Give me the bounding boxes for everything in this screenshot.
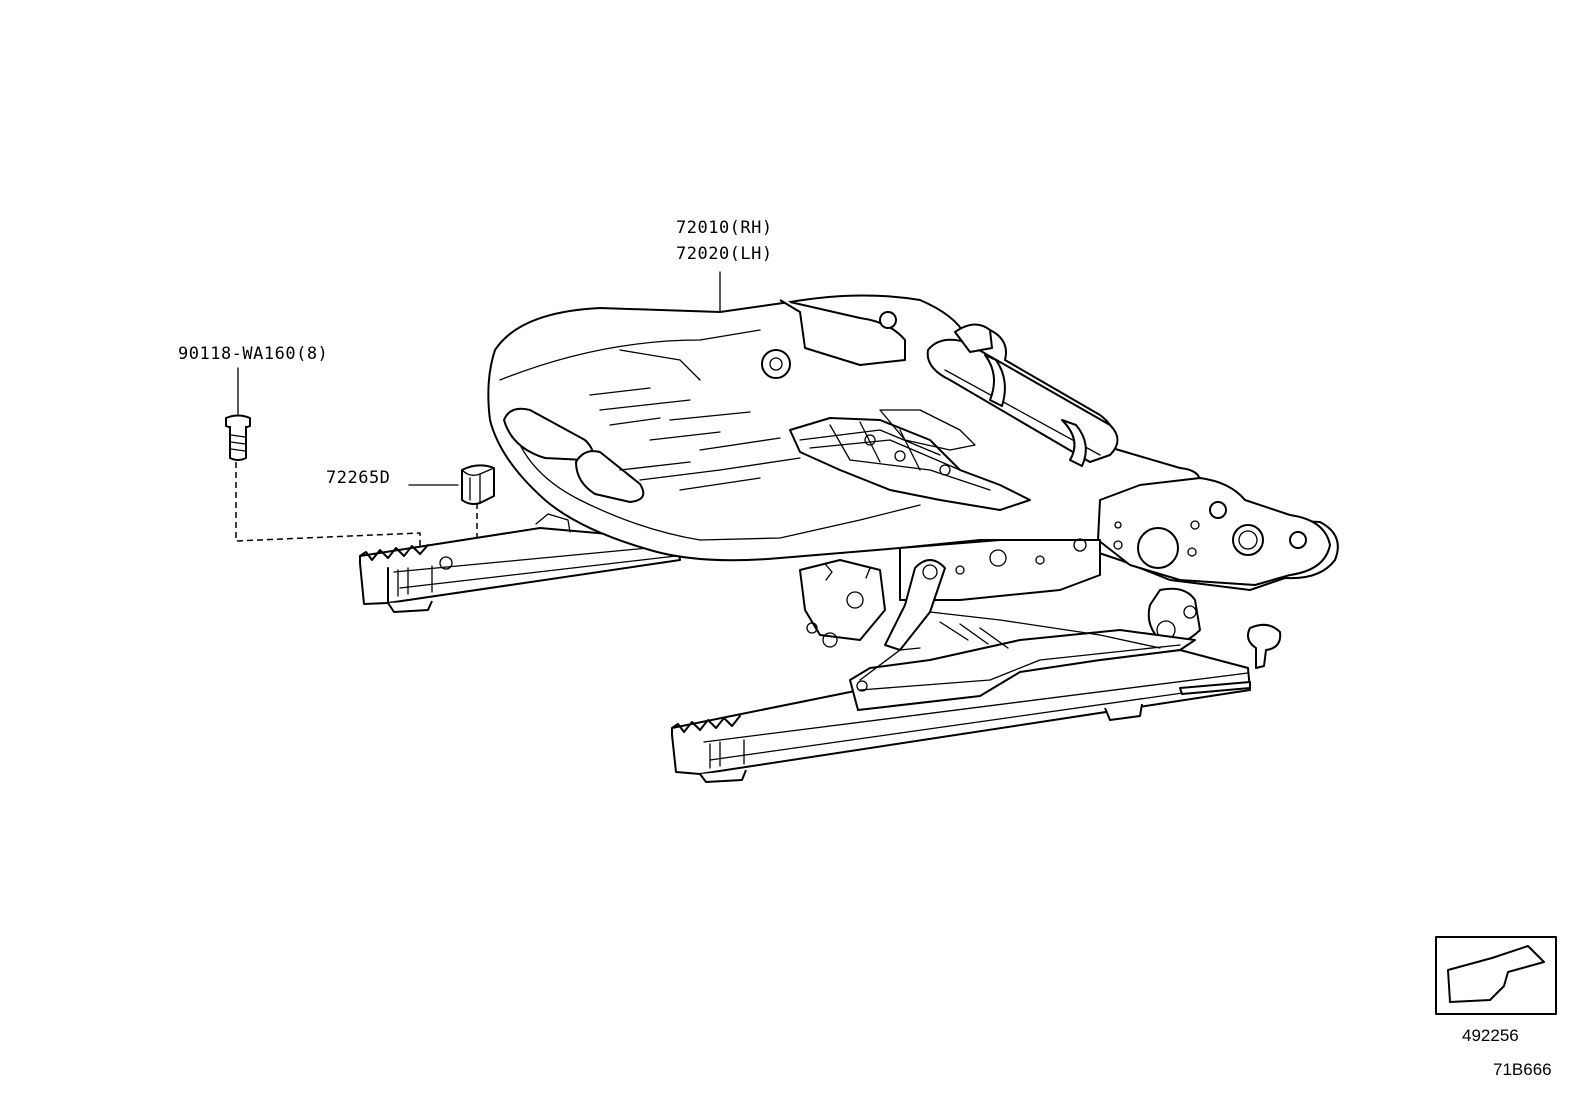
diagram-code: 71B666 [1493, 1060, 1552, 1079]
callout-cap: 72265D [326, 468, 391, 488]
callout-seat-adjuster-rh: 72010(RH) [676, 218, 773, 238]
reference-box [1435, 936, 1557, 1015]
bolt-part [225, 414, 251, 461]
cushion-frame [487, 294, 1339, 651]
callout-bolt: 90118-WA160(8) [178, 344, 329, 364]
cap-part [461, 464, 495, 505]
reference-number: 492256 [1462, 1026, 1519, 1045]
outer-rail [671, 611, 1282, 783]
callout-seat-adjuster-lh: 72020(LH) [676, 244, 773, 264]
leader-lines [237, 271, 721, 486]
inner-rail [359, 513, 681, 613]
installation-lines [235, 462, 478, 565]
